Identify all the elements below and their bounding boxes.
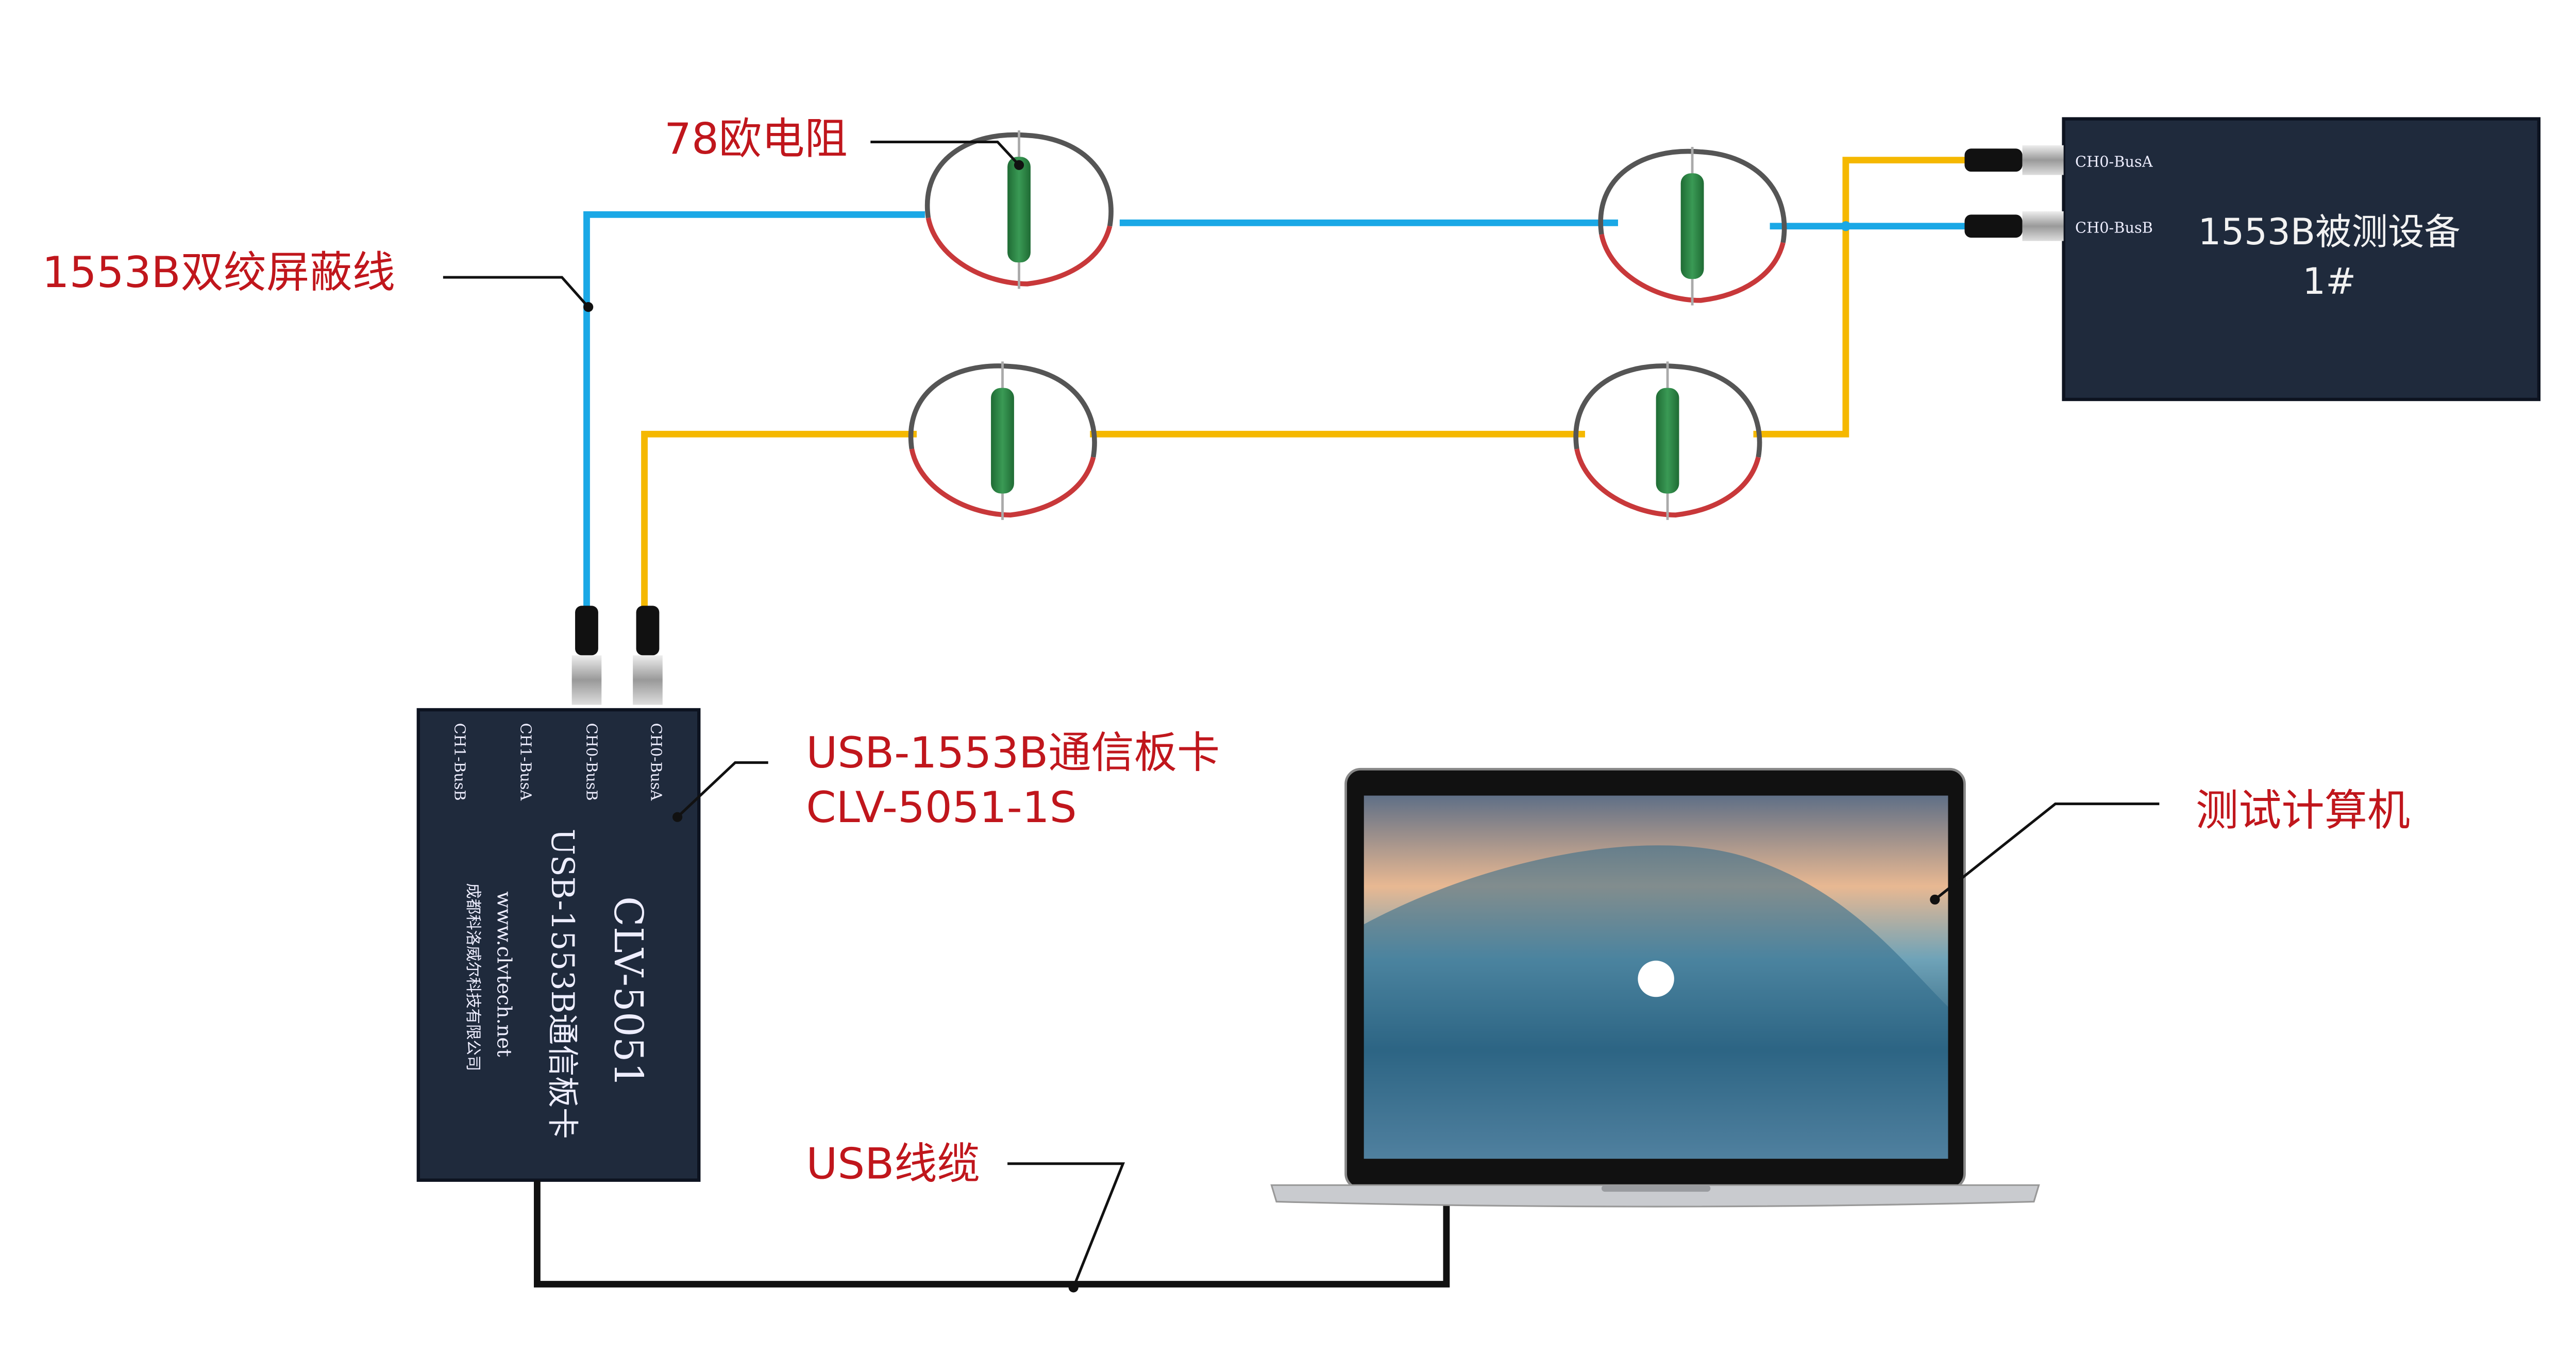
test-computer [1270,767,2040,1208]
card-website: www.clvtech.net [493,891,516,1057]
resistor-label: 78欧电阻 [664,114,848,164]
card-port-label: CH0-BusB [583,723,600,801]
dut-number: 1# [2302,260,2356,303]
card-name: USB-1553B通信板卡 [544,829,580,1139]
card-port-label: CH1-BusB [451,723,468,801]
usb-1553b-card: CH0-BusA CH0-BusB CH1-BusA CH1-BusB CLV-… [416,606,701,1182]
card-model-label: CLV-5051-1S [806,782,1076,832]
dut-port-a-label: CH0-BusA [2075,153,2153,170]
terminating-resistor [911,361,1095,520]
terminating-resistor [1601,147,1784,305]
card-port-label: CH1-BusA [517,723,534,801]
usb-cable-label: USB线缆 [806,1139,980,1189]
terminating-resistor [1576,361,1759,520]
device-under-test: CH0-BusA CH0-BusB 1553B被测设备 1# [1964,117,2541,402]
card-company: 成都科洛威尔科技有限公司 [464,883,482,1071]
card-model: CLV-5051 [605,896,651,1088]
dut-title: 1553B被测设备 [2198,211,2461,253]
usb-cable [533,1180,1450,1288]
bus-b-cable [641,430,917,619]
bus-a-cable [583,211,925,619]
card-name-label: USB-1553B通信板卡 [806,728,1220,778]
bus-b-cable [1753,157,1973,438]
card-port-label: CH0-BusA [647,723,665,801]
twisted-pair-label: 1553B双绞屏蔽线 [42,247,395,297]
terminating-resistor [928,130,1111,289]
apple-logo-icon [1638,960,1674,997]
dut-port-b-label: CH0-BusB [2075,219,2153,237]
computer-label: 测试计算机 [2196,786,2410,836]
